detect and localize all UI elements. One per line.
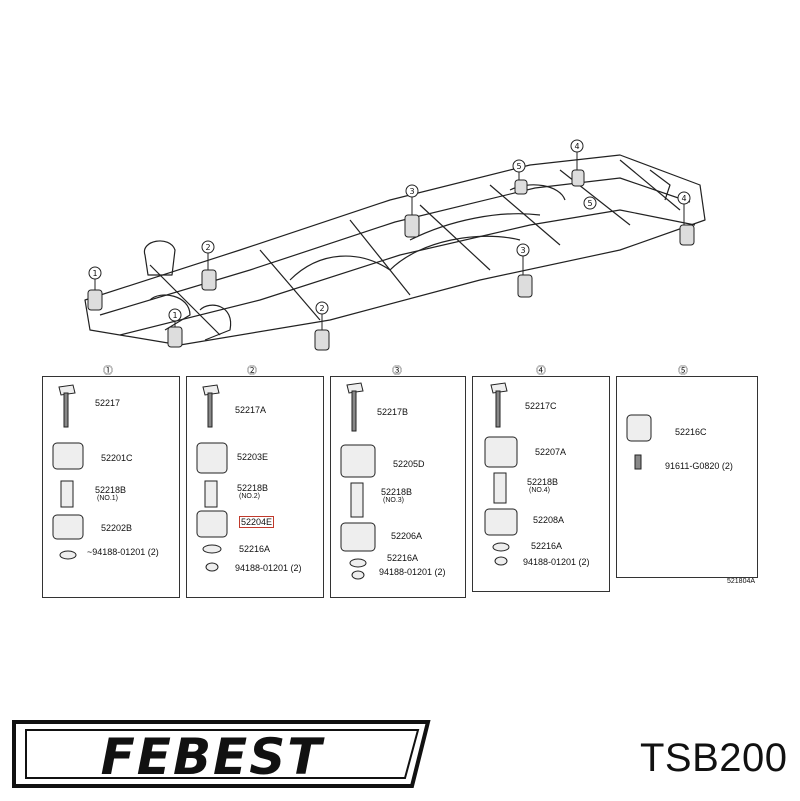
panel-3: 52217B 52205D 52218B (NO.3) 52206A 52216… [330,376,466,598]
part-code: 94188-01201 (2) [523,557,590,567]
part-code: 52217C [525,401,557,411]
part-code-highlighted: 52204E [239,516,275,528]
part-code: 52203E [237,452,269,462]
part-code: 52218B [527,477,559,487]
panel-5-number: ⓹ [678,366,688,377]
frame-callout-label: 1 [172,311,177,320]
part-code: 52218B [237,483,269,493]
frame-callout-label: 3 [520,246,525,255]
panel-5: 52216C 91611-G0820 (2) [616,376,758,578]
detail-panels: ⓵ 52217 52201C 52218B (NO.1) 52202B ~941… [0,360,800,600]
frame-callout-label: 1 [92,269,97,278]
part-code: 52205D [393,459,425,469]
frame-callout-label: 5 [587,199,592,208]
illustration-reference-code: 521804A [727,578,756,585]
panel-3-parts-drawing [340,382,376,580]
part-code: 52218B [95,485,127,495]
part-code: 52208A [533,515,565,525]
panel-1-parts-drawing [52,384,84,560]
part-code: ~94188-01201 (2) [87,547,159,557]
panel-2-number: ⓶ [247,366,257,377]
chassis-frame-drawing: 1 2 3 4 5 1 2 3 4 5 [84,139,706,351]
panel-3-number: ⓷ [392,366,402,377]
panel-4: 52217C 52207A 52218B (NO.4) 52208A 52216… [472,376,610,592]
frame-callout-label: 3 [409,187,414,196]
part-code: 52217B [377,407,409,417]
part-code: 52217 [95,398,121,408]
part-code: 94188-01201 (2) [235,563,302,573]
panel-2-parts-drawing [196,384,228,572]
part-code: 94188-01201 (2) [379,567,446,577]
frame-callout-label: 2 [205,243,210,252]
panel-4-parts-drawing [484,382,518,566]
part-code: 52206A [391,531,423,541]
brand-name: FEBEST [101,728,326,786]
part-number: TSB200 [640,736,788,780]
panel-1: 52217 52201C 52218B (NO.1) 52202B ~94188… [42,376,180,598]
part-note: (NO.2) [239,493,260,500]
panel-5-parts-drawing [626,414,652,470]
part-note: (NO.4) [529,487,550,494]
chassis-frame-illustration: 1 2 3 4 5 1 2 3 4 5 [60,130,730,370]
frame-callout-label: 2 [319,304,324,313]
frame-callout-label: 4 [681,194,686,203]
part-code: 52202B [101,523,133,533]
panel-2: 52217A 52203E 52218B (NO.2) 52204E 52216… [186,376,324,598]
part-code: 52201C [101,453,133,463]
part-code: 52216A [239,544,271,554]
part-note: (NO.1) [97,495,118,502]
part-code: 52216A [531,541,563,551]
febest-logo: FEBEST [0,712,442,796]
febest-logo-graphic: FEBEST [12,720,431,788]
panel-1-number: ⓵ [103,366,113,377]
frame-callout-label: 5 [516,162,521,171]
part-code: 52217A [235,405,267,415]
part-code: 52216A [387,553,419,563]
part-code: 52207A [535,447,567,457]
panel-4-number: ⓸ [536,366,546,377]
part-note: (NO.3) [383,497,404,504]
frame-callout-label: 4 [574,142,579,151]
part-code: 52216C [675,427,707,437]
part-code: 91611-G0820 (2) [665,461,733,471]
part-code: 52218B [381,487,413,497]
